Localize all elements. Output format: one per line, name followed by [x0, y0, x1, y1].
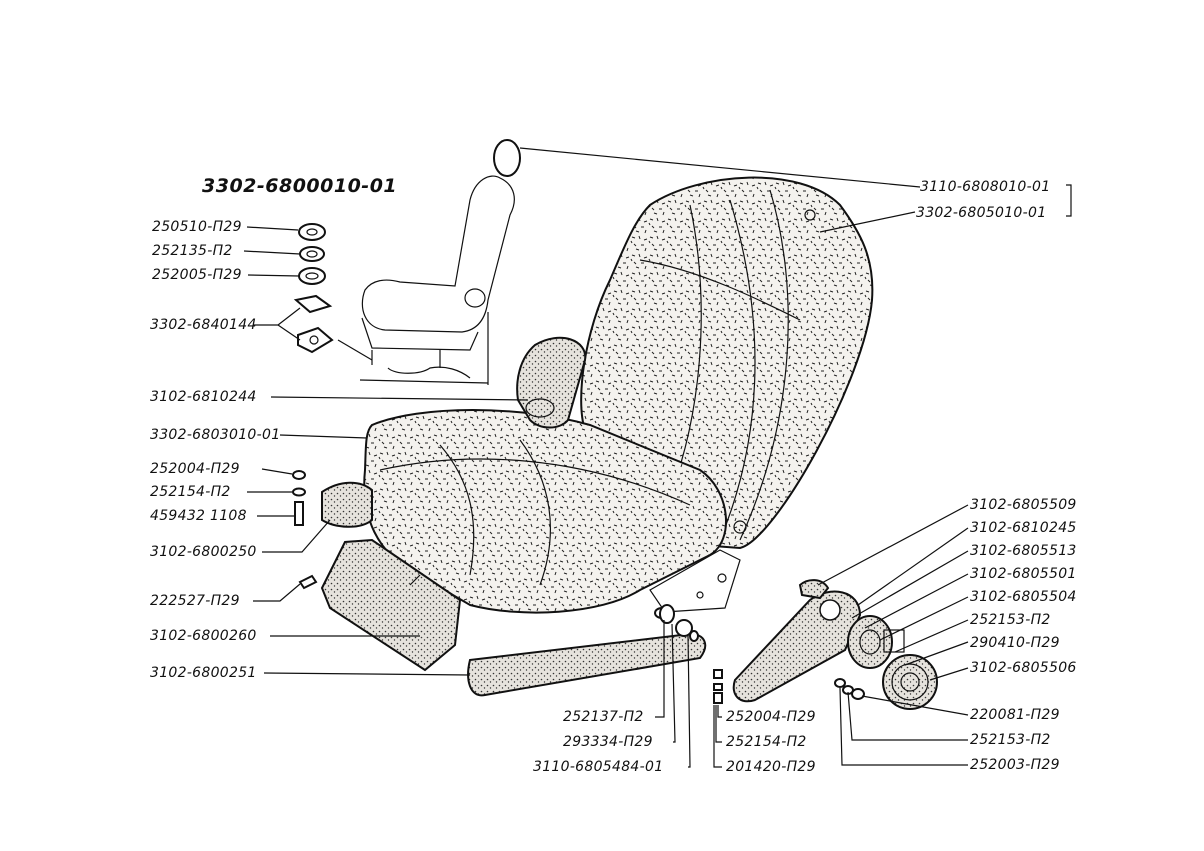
front-cover-part [321, 481, 373, 528]
part-label: 3302-6803010-01 [150, 427, 281, 443]
part-label: 220081-П29 [970, 707, 1060, 723]
part-label: 252154-П2 [726, 734, 807, 750]
part-label: 3102-6800250 [150, 544, 257, 560]
part-label: 3102-6805513 [970, 543, 1077, 559]
part-label: 3110-6808010-01 [920, 179, 1051, 195]
hardware-bottom [654, 604, 865, 704]
part-label: 459432 1108 [150, 508, 247, 524]
recliner-plate [732, 579, 862, 703]
part-label: 252137-П2 [563, 709, 644, 725]
part-label: 222527-П29 [150, 593, 240, 609]
part-label: 252004-П29 [726, 709, 816, 725]
part-label: 3110-6805484-01 [533, 759, 664, 775]
part-label: 3102-6805504 [970, 589, 1077, 605]
recliner-mechanism [847, 615, 905, 669]
part-label: 252154-П2 [150, 484, 231, 500]
leader-lines [243, 147, 1072, 768]
part-label: 252135-П2 [152, 243, 233, 259]
part-label: 3102-6810244 [150, 389, 257, 405]
part-label: 250510-П29 [152, 219, 242, 235]
part-label: 290410-П29 [970, 635, 1060, 651]
part-label: 252153-П2 [970, 732, 1051, 748]
lower-rail-part [467, 632, 707, 697]
part-label: 3102-6805501 [970, 566, 1077, 582]
part-label: 3102-6810245 [970, 520, 1077, 536]
part-label: 252005-П29 [152, 267, 242, 283]
part-label: 3302-6840144 [150, 317, 257, 333]
part-label: 252003-П29 [970, 757, 1060, 773]
part-label: 3102-6805509 [970, 497, 1077, 513]
hardware-left [292, 223, 334, 590]
part-label: 3102-6800251 [150, 665, 257, 681]
recline-lever-arm [516, 336, 587, 429]
part-label: 3102-6805506 [970, 660, 1077, 676]
part-label: 3102-6800260 [150, 628, 257, 644]
part-label: 3302-6805010-01 [916, 205, 1047, 221]
part-label: 293334-П29 [563, 734, 653, 750]
side-trim-part [320, 538, 462, 672]
headrest [493, 139, 521, 177]
diagram-title: 3302-6800010-01 [202, 175, 398, 197]
part-label: 252153-П2 [970, 612, 1051, 628]
recliner-knob [882, 654, 938, 710]
seat-side-view-inset [337, 175, 515, 385]
part-label: 252004-П29 [150, 461, 240, 477]
part-label: 201420-П29 [726, 759, 816, 775]
